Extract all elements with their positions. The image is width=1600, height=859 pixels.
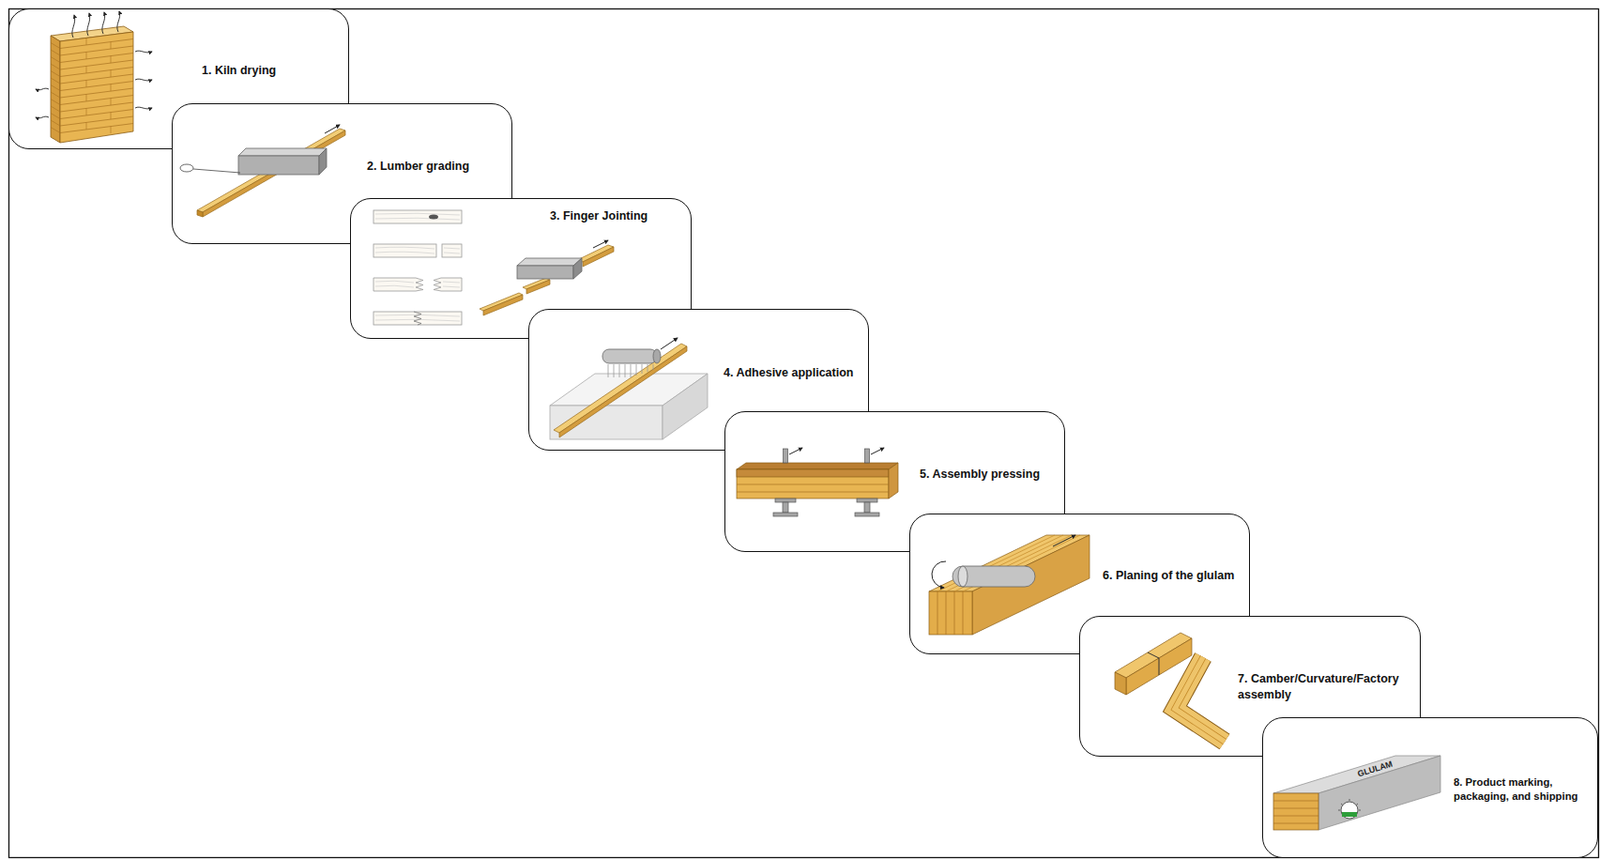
step-label: 1. Kiln drying — [201, 62, 276, 79]
step-label: 2. Lumber grading — [366, 158, 470, 175]
label-holder: GLULAM — [1356, 762, 1394, 775]
step-label: 4. Adhesive application — [723, 365, 854, 381]
step-label: 8. Product marking, packaging, and shipp… — [1453, 775, 1595, 804]
step-label: 7. Camber/Curvature/Factory assembly — [1237, 670, 1412, 703]
process-step-card: 8. Product marking, packaging, and shipp… — [1262, 716, 1599, 858]
step-label: 6. Planing of the glulam — [1102, 567, 1235, 584]
step-label: 3. Finger Jointing — [549, 208, 648, 225]
step-label: 5. Assembly pressing — [919, 466, 1040, 483]
